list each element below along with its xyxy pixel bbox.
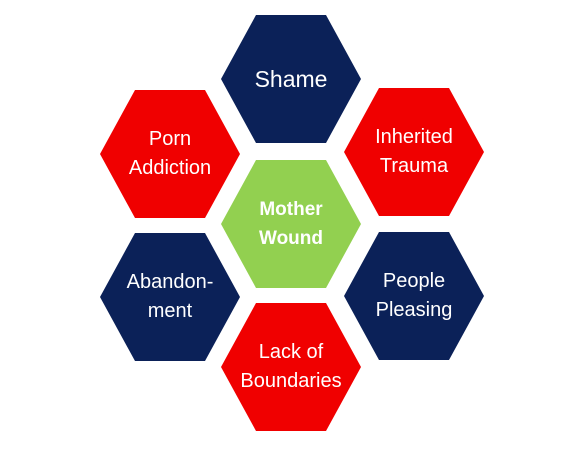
hexagon-people-pleasing: People Pleasing xyxy=(344,232,484,360)
hexagon-lack-of-boundaries: Lack of Boundaries xyxy=(221,303,361,431)
center-label: Mother Wound xyxy=(258,199,323,249)
hexagon-label: People Pleasing xyxy=(375,270,453,321)
hexagon-mother-wound: Mother Wound xyxy=(221,160,361,288)
hexagon-label: Abandon- ment xyxy=(126,271,214,322)
hexagon-porn-addiction: Porn Addiction xyxy=(100,90,240,218)
hexagon-label: Shame xyxy=(254,65,328,92)
hexagon-label: Porn Addiction xyxy=(128,128,212,179)
hexagon-abandonment: Abandon- ment xyxy=(100,233,240,361)
hexagon-label: Inherited Trauma xyxy=(375,126,453,177)
hexagon-inherited-trauma: Inherited Trauma xyxy=(344,88,484,216)
hexagon-label: Lack of Boundaries xyxy=(240,341,342,392)
hexagon-shame: Shame xyxy=(221,15,361,143)
